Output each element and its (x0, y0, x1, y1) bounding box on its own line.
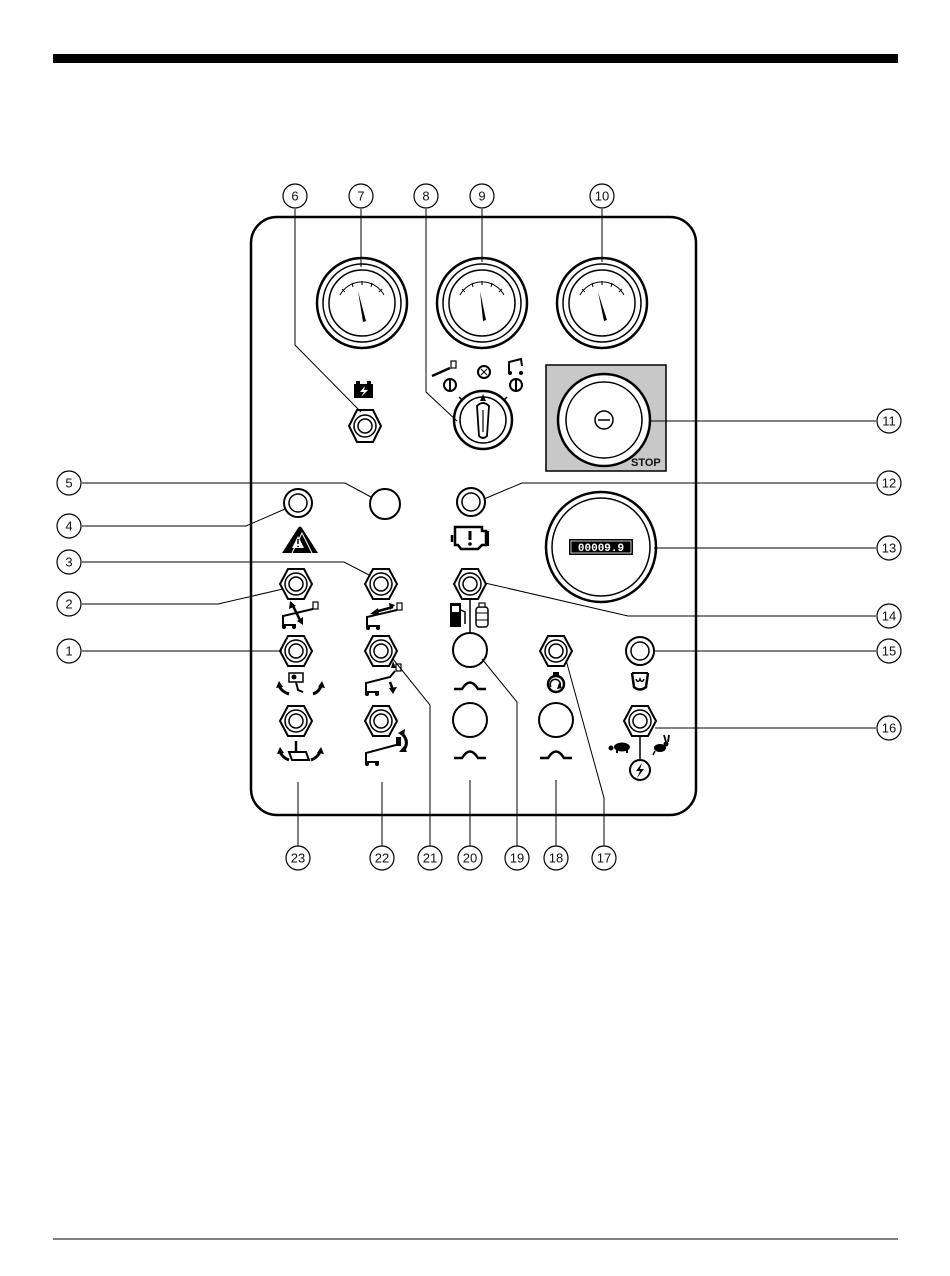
callout-number: 16 (882, 721, 896, 736)
gauge-7 (317, 258, 407, 348)
hour-meter-readout: 00009.9 (578, 543, 624, 555)
callout-22: 22 (370, 846, 394, 870)
boom-extend-retract-switch[interactable] (365, 569, 397, 599)
blank-plug-20 (453, 703, 487, 737)
callout-16: 16 (877, 716, 901, 740)
callout-number: 5 (65, 476, 72, 491)
callout-number: 4 (65, 519, 72, 534)
callout-number: 9 (478, 189, 485, 204)
callout-15: 15 (877, 639, 901, 663)
callout-9: 9 (470, 184, 494, 208)
jib-rotate-switch[interactable] (365, 706, 397, 736)
callout-1: 1 (57, 639, 81, 663)
callout-14: 14 (877, 604, 901, 628)
check-engine-light (457, 488, 485, 516)
callout-8: 8 (414, 184, 438, 208)
gauge-10 (557, 258, 647, 348)
glow-plug-light (626, 637, 654, 665)
callout-19: 19 (505, 846, 529, 870)
callout-number: 13 (882, 541, 896, 556)
callout-number: 20 (463, 851, 477, 866)
alarm-indicator-light (284, 489, 312, 517)
blank-plug-5 (370, 489, 400, 519)
header-rule (53, 54, 898, 63)
callout-17: 17 (592, 846, 616, 870)
callout-number: 2 (65, 597, 72, 612)
callout-5: 5 (57, 471, 81, 495)
hour-meter: 00009.9 (546, 492, 656, 602)
blank-plug-19 (453, 633, 487, 667)
callout-6: 6 (283, 184, 307, 208)
callout-number: 11 (882, 414, 896, 429)
callout-number: 17 (597, 851, 611, 866)
boom-up-down-switch[interactable] (280, 569, 312, 599)
callout-number: 6 (291, 189, 298, 204)
check-engine-icon (452, 527, 488, 549)
glow-plug-icon (632, 673, 648, 690)
platform-level-switch[interactable] (280, 636, 312, 666)
callout-number: 8 (422, 189, 429, 204)
callout-13: 13 (877, 536, 901, 560)
key-switch[interactable] (454, 391, 512, 449)
callout-3: 3 (57, 550, 81, 574)
callout-number: 12 (882, 476, 896, 491)
callout-2: 2 (57, 592, 81, 616)
callout-20: 20 (458, 846, 482, 870)
callout-10: 10 (590, 184, 614, 208)
callout-12: 12 (877, 471, 901, 495)
callout-number: 22 (375, 851, 389, 866)
callout-11: 11 (877, 409, 901, 433)
blank-plug-18 (539, 703, 573, 737)
callout-7: 7 (349, 184, 373, 208)
callout-number: 23 (291, 851, 305, 866)
callout-number: 1 (65, 644, 72, 659)
callout-number: 7 (357, 189, 364, 204)
callout-number: 21 (423, 851, 437, 866)
gauge-9 (437, 258, 527, 348)
callout-number: 19 (510, 851, 524, 866)
callout-number: 10 (595, 189, 609, 204)
callout-number: 3 (65, 555, 72, 570)
emergency-stop-button[interactable]: STOP (546, 365, 666, 471)
callout-23: 23 (286, 846, 310, 870)
callout-number: 18 (549, 851, 563, 866)
engine-start-switch[interactable] (540, 636, 572, 666)
callout-number: 15 (882, 644, 896, 659)
jib-up-down-switch[interactable] (365, 636, 397, 666)
turntable-rotate-switch[interactable] (280, 706, 312, 736)
stop-label: STOP (631, 457, 661, 469)
fuel-select-switch[interactable] (454, 569, 486, 599)
callout-18: 18 (544, 846, 568, 870)
engine-speed-switch[interactable] (624, 706, 656, 736)
callout-21: 21 (418, 846, 442, 870)
callout-number: 14 (882, 609, 896, 624)
callout-4: 4 (57, 514, 81, 538)
battery-warning-light (349, 410, 381, 442)
